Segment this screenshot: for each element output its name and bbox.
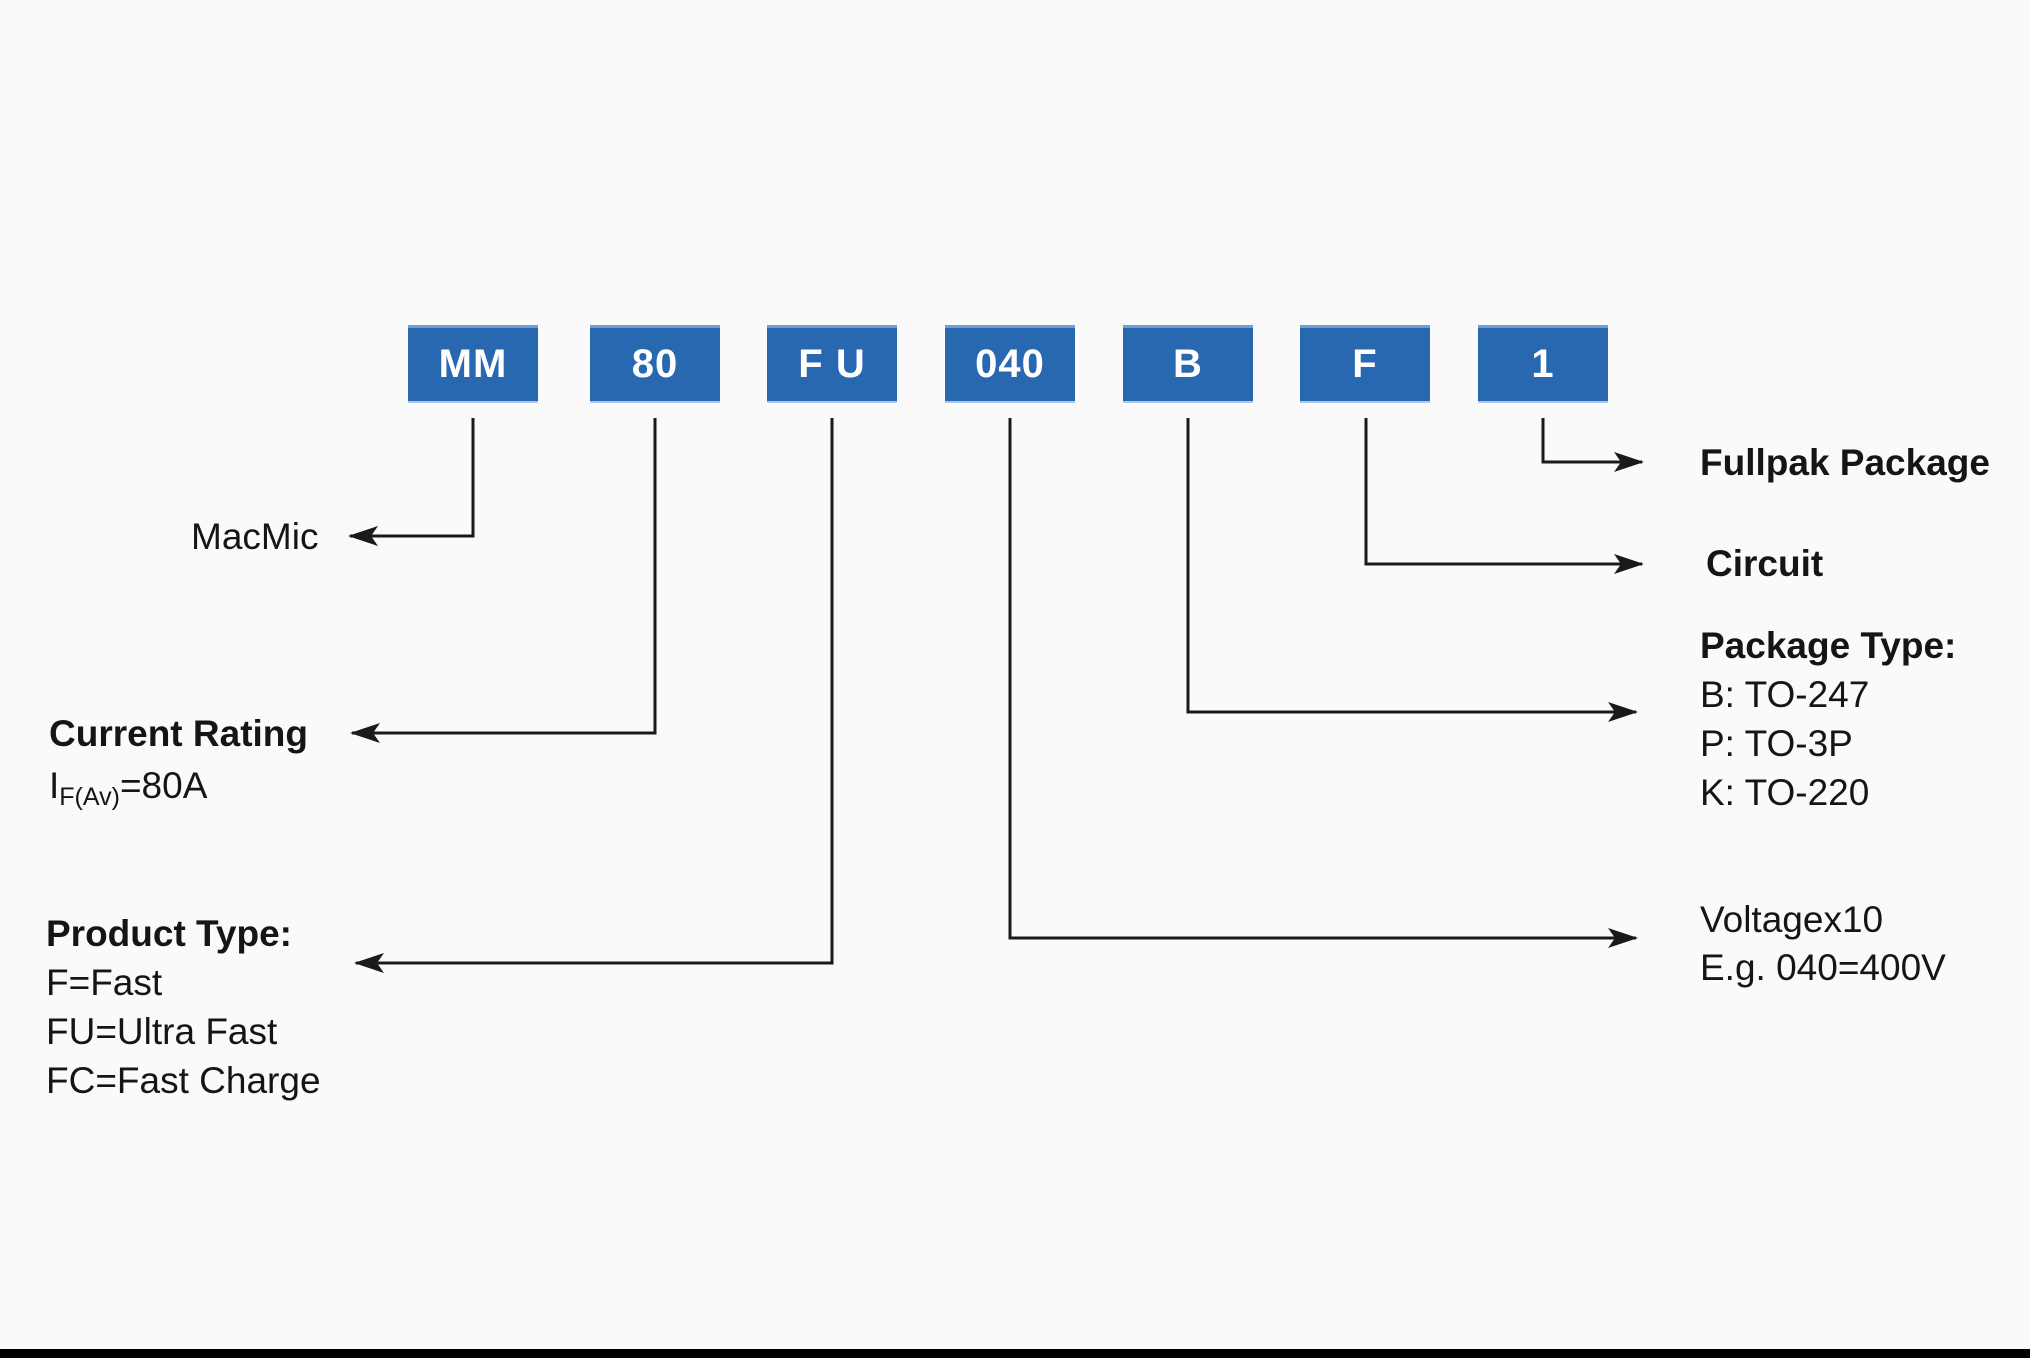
product-type-item: FC=Fast Charge <box>46 1060 321 1101</box>
circuit-text: Circuit <box>1706 543 1824 584</box>
connector-mm-to-macmic <box>348 418 475 546</box>
part-segment-box-mm: MM <box>408 325 538 403</box>
manufacturer-text: MacMic <box>191 516 319 557</box>
product-type-block: Product Type: F=Fast FU=Ultra Fast FC=Fa… <box>46 909 321 1105</box>
package-type-title: Package Type: <box>1700 625 1957 666</box>
voltage-line: Voltagex10 <box>1700 899 1884 940</box>
product-type-item: FU=Ultra Fast <box>46 1011 278 1052</box>
voltage-block: Voltagex10 E.g. 040=400V <box>1700 896 1946 992</box>
product-type-title: Product Type: <box>46 913 292 954</box>
formula-symbol: I <box>49 765 60 806</box>
connector-1-to-fullpak <box>1541 418 1644 472</box>
package-type-block: Package Type: B: TO-247 P: TO-3P K: TO-2… <box>1700 621 1956 817</box>
voltage-line: E.g. 040=400V <box>1700 947 1946 988</box>
connector-fu-to-product-type <box>354 418 834 973</box>
formula-subscript: F(Av) <box>59 783 120 811</box>
fullpak-package-text: Fullpak Package <box>1700 442 1990 483</box>
manufacturer-label: MacMic <box>191 512 318 561</box>
connector-040-to-voltage <box>1008 418 1638 948</box>
circuit-label: Circuit <box>1706 539 1823 588</box>
connector-f-to-circuit <box>1364 418 1644 574</box>
part-segment-box-1: 1 <box>1478 325 1608 403</box>
fullpak-package-label: Fullpak Package <box>1700 438 1990 487</box>
product-type-item: F=Fast <box>46 962 163 1003</box>
part-segment-box-fu: F U <box>767 325 897 403</box>
connector-80-to-current-rating <box>350 418 657 743</box>
current-rating-title: Current Rating <box>49 713 308 754</box>
part-segment-box-040: 040 <box>945 325 1075 403</box>
bottom-border-bar <box>0 1349 2030 1358</box>
package-type-item: K: TO-220 <box>1700 772 1870 813</box>
package-type-item: P: TO-3P <box>1700 723 1853 764</box>
formula-value: =80A <box>119 765 208 806</box>
current-rating-block: Current Rating IF(Av)=80A <box>49 708 308 812</box>
package-type-item: B: TO-247 <box>1700 674 1870 715</box>
part-segment-box-80: 80 <box>590 325 720 403</box>
part-segment-box-b: B <box>1123 325 1253 403</box>
current-rating-formula: IF(Av)=80A <box>49 760 308 812</box>
part-segment-box-f: F <box>1300 325 1430 403</box>
connector-b-to-package-type <box>1186 418 1638 722</box>
